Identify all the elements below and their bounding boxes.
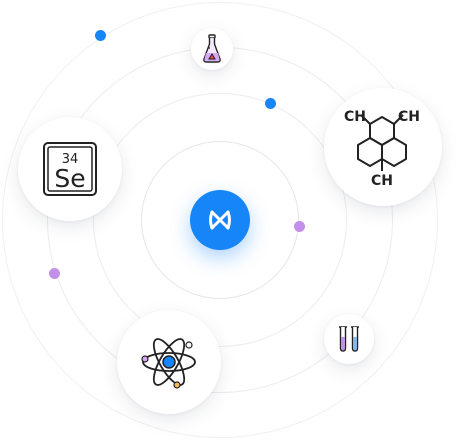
- molecule-bubble[interactable]: CH CH CH: [324, 88, 442, 206]
- atom-bubble[interactable]: [117, 310, 221, 414]
- element-bubble[interactable]: 34 Se: [18, 117, 122, 221]
- orbit-ring-second: [93, 93, 347, 347]
- orbit-dot-blue: [95, 30, 106, 41]
- test-tubes-bubble[interactable]: [324, 314, 374, 364]
- app-logo-icon: [209, 210, 231, 230]
- molecule-structure-icon: CH CH CH: [344, 109, 420, 189]
- orbit-ring-inner: [141, 141, 299, 299]
- molecule-label-bottom: CH: [371, 173, 393, 189]
- element-symbol: Se: [54, 164, 85, 193]
- periodic-element-icon: 34 Se: [43, 142, 97, 196]
- element-atomic-number: 34: [62, 152, 79, 167]
- orbit-dot-purple: [49, 268, 60, 279]
- flask-bubble[interactable]: [191, 28, 233, 70]
- orbit-dot-purple: [294, 221, 305, 232]
- molecule-label-top-left: CH: [344, 109, 366, 125]
- test-tubes-icon: [339, 326, 359, 352]
- orbit-dot-blue: [265, 98, 276, 109]
- atom-icon: [141, 338, 196, 389]
- orbit-ring-outer: [2, 2, 438, 438]
- molecule-label-top-right: CH: [398, 109, 420, 125]
- flask-icon: [203, 34, 221, 63]
- center-logo-button[interactable]: [190, 190, 250, 250]
